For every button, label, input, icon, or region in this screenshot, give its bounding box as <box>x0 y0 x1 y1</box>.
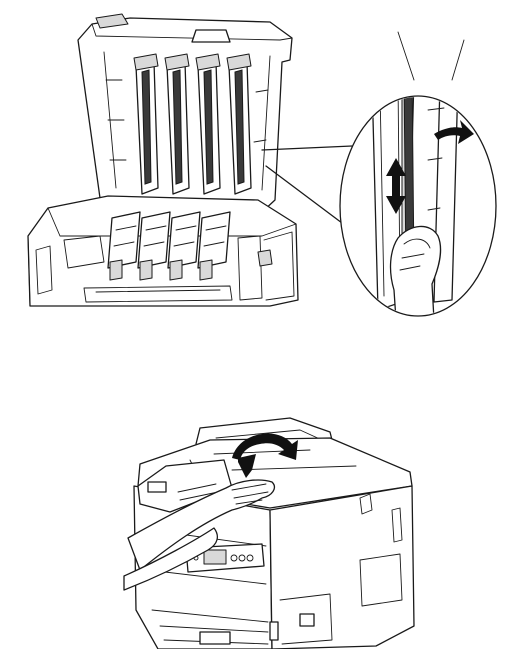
close-cover-illustration <box>0 400 512 649</box>
printer-open-cover-icon <box>0 0 512 320</box>
printer-close-cover-icon <box>0 400 512 649</box>
led-head-cleaning-illustration <box>0 0 512 320</box>
